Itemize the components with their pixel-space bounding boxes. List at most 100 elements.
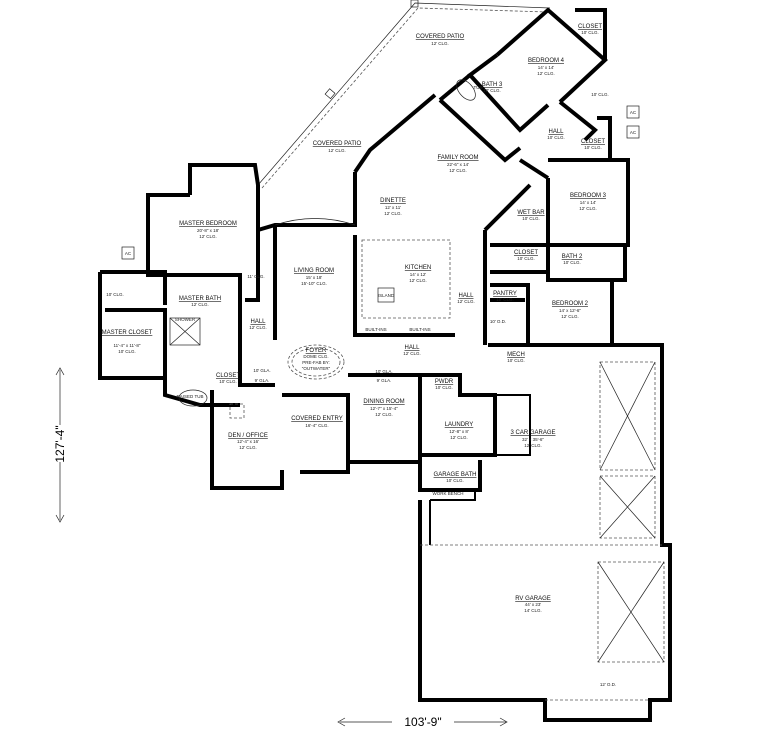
label-mech: MECH [507,352,525,358]
ceiling-text: 12' CLG. [537,71,555,76]
foyer-note: DOME CLG. [303,354,328,359]
gla-text: 9' GLA. [255,378,270,383]
label-hall-master: HALL [250,319,266,325]
shower-text: SHOWER [175,317,196,322]
ceiling-text: 12' CLG. [450,435,468,440]
label-master-closet: MASTER CLOSET [102,330,153,336]
size-text: 20'-8" x 18' [197,228,219,233]
label-3-car-garage: 3 CAR GARAGE [510,430,555,436]
ceiling-text: 12' CLG. [384,211,402,216]
ceiling-text: 12' CLG. [403,351,421,356]
label-dining-room: DINING ROOM [363,399,404,405]
fixtures [169,79,476,419]
gla-text: 10' GLA. [375,369,392,374]
ceiling-text: 15'-10" CLG. [301,281,327,286]
label-covered-patio-top: COVERED PATIO [416,34,465,40]
size-text: 14' x 12' [410,272,427,277]
ceiling-text: 10' CLG. [563,260,581,265]
ceiling-text: 12' CLG. [249,325,267,330]
size-text: 12'-7" x 15'-4" [370,406,398,411]
label-master-bath: MASTER BATH [179,296,221,302]
label-hall-foyer: HALL [404,345,420,351]
ceiling-text: 10' CLG. [584,145,602,150]
size-text: 22'-6" x 14' [447,162,469,167]
foyer-note: PRE-FAB BY: [302,360,330,365]
ceiling-text: 12' CLG. [431,41,449,46]
label-hall-kitchen: HALL [458,293,474,299]
ceiling-text: 10' CLG. [219,379,237,384]
overall-width-dimension: 103'-9" [404,715,441,729]
size-text: 14' x 14' [580,200,597,205]
tub-text: TUB [474,85,483,90]
size-text: 14' x 14' [538,65,555,70]
label-bedroom-2: BEDROOM 2 [552,301,589,307]
ceiling-text: 10' CLG. [435,385,453,390]
work-bench-text: WORK BENCH [432,491,463,496]
ac-text: AC [125,251,132,256]
ceiling-text: 12' CLG. [191,302,209,307]
ceiling-text: 12' CLG. [199,234,217,239]
label-rv-garage: RV GARAGE [515,596,551,602]
od-text: 10' O.D. [490,319,506,324]
ceiling-text: 10' CLG. [517,256,535,261]
ac-text: AC [630,130,637,135]
ac-units [121,105,640,260]
ceiling-text: 10' CLG. [118,349,136,354]
dimension-lines [55,367,508,727]
size-text: 15' x 18' [306,275,323,280]
label-den-office: DEN / OFFICE [228,433,268,439]
garage-doors [597,361,665,663]
label-foyer: FOYER [306,348,327,354]
island-text: ISLAND [378,293,395,298]
ceiling-text: 10' CLG. [483,88,501,93]
gla-text: 9' GLA. [377,378,392,383]
label-pantry: PANTRY [493,291,517,297]
ceiling-text: 12' CLG. [457,299,475,304]
od-text: 12' O.D. [600,682,616,687]
ceiling-text: 10' CLG. [496,297,514,302]
size-text: 12'-8" x 8' [449,429,469,434]
central-walls [210,172,497,492]
label-wet-bar: WET BAR [517,210,545,216]
ceiling-text: 10' CLG. [507,358,525,363]
bedroom-wing-walls [353,7,630,347]
label-closet-bed3: CLOSET [581,139,605,145]
size-text: 12' x 11' [385,205,401,210]
label-dinette: DINETTE [380,198,406,204]
ceiling-text: 11' CLG. [247,274,264,279]
ceiling-text: 16'-4" CLG. [305,423,328,428]
ceiling-text: 12' CLG. [239,445,257,450]
foyer-note: "OUTWATER" [302,366,331,371]
size-text: 44' x 23' [525,602,542,607]
label-living-room: LIVING ROOM [294,268,334,274]
overall-depth-dimension: 127'-4" [53,425,67,462]
ceiling-text: 12' CLG. [524,443,542,448]
ceiling-text: 12' CLG. [375,412,393,417]
label-bath-2: BATH 2 [562,254,583,260]
gla-text: 10' GLA. [253,368,270,373]
ceiling-text: 12' CLG. [409,278,427,283]
label-bedroom-4: BEDROOM 4 [528,58,565,64]
ceiling-text: 10' CLG. [446,478,464,483]
ceiling-text: 10' CLG. [547,135,565,140]
ceiling-text: 10' CLG. [106,292,124,297]
ceiling-text: 10' CLG. [591,92,609,97]
label-covered-patio: COVERED PATIO [313,141,362,147]
ceiling-text: 10' CLG. [581,30,599,35]
built-ins-text: BUILT-INS [365,327,386,332]
label-kitchen: KITCHEN [405,265,431,271]
raised-tub-text: RAISED TUB [177,394,204,399]
label-closet-bed4: CLOSET [578,24,602,30]
ceiling-text: 12' CLG. [449,168,467,173]
size-text: 14' x 12'-6" [559,308,581,313]
garage-walls [418,343,672,722]
label-powder: PWDR [435,379,454,385]
label-laundry: LAUNDRY [445,422,474,428]
built-ins-text: BUILT-INS [409,327,430,332]
master-suite-walls [98,163,275,407]
size-text: 12'-4" x 16' [237,439,259,444]
size-text: 32' x 35'-6" [522,437,544,442]
label-covered-entry: COVERED ENTRY [291,416,343,422]
ceiling-text: 12' CLG. [561,314,579,319]
